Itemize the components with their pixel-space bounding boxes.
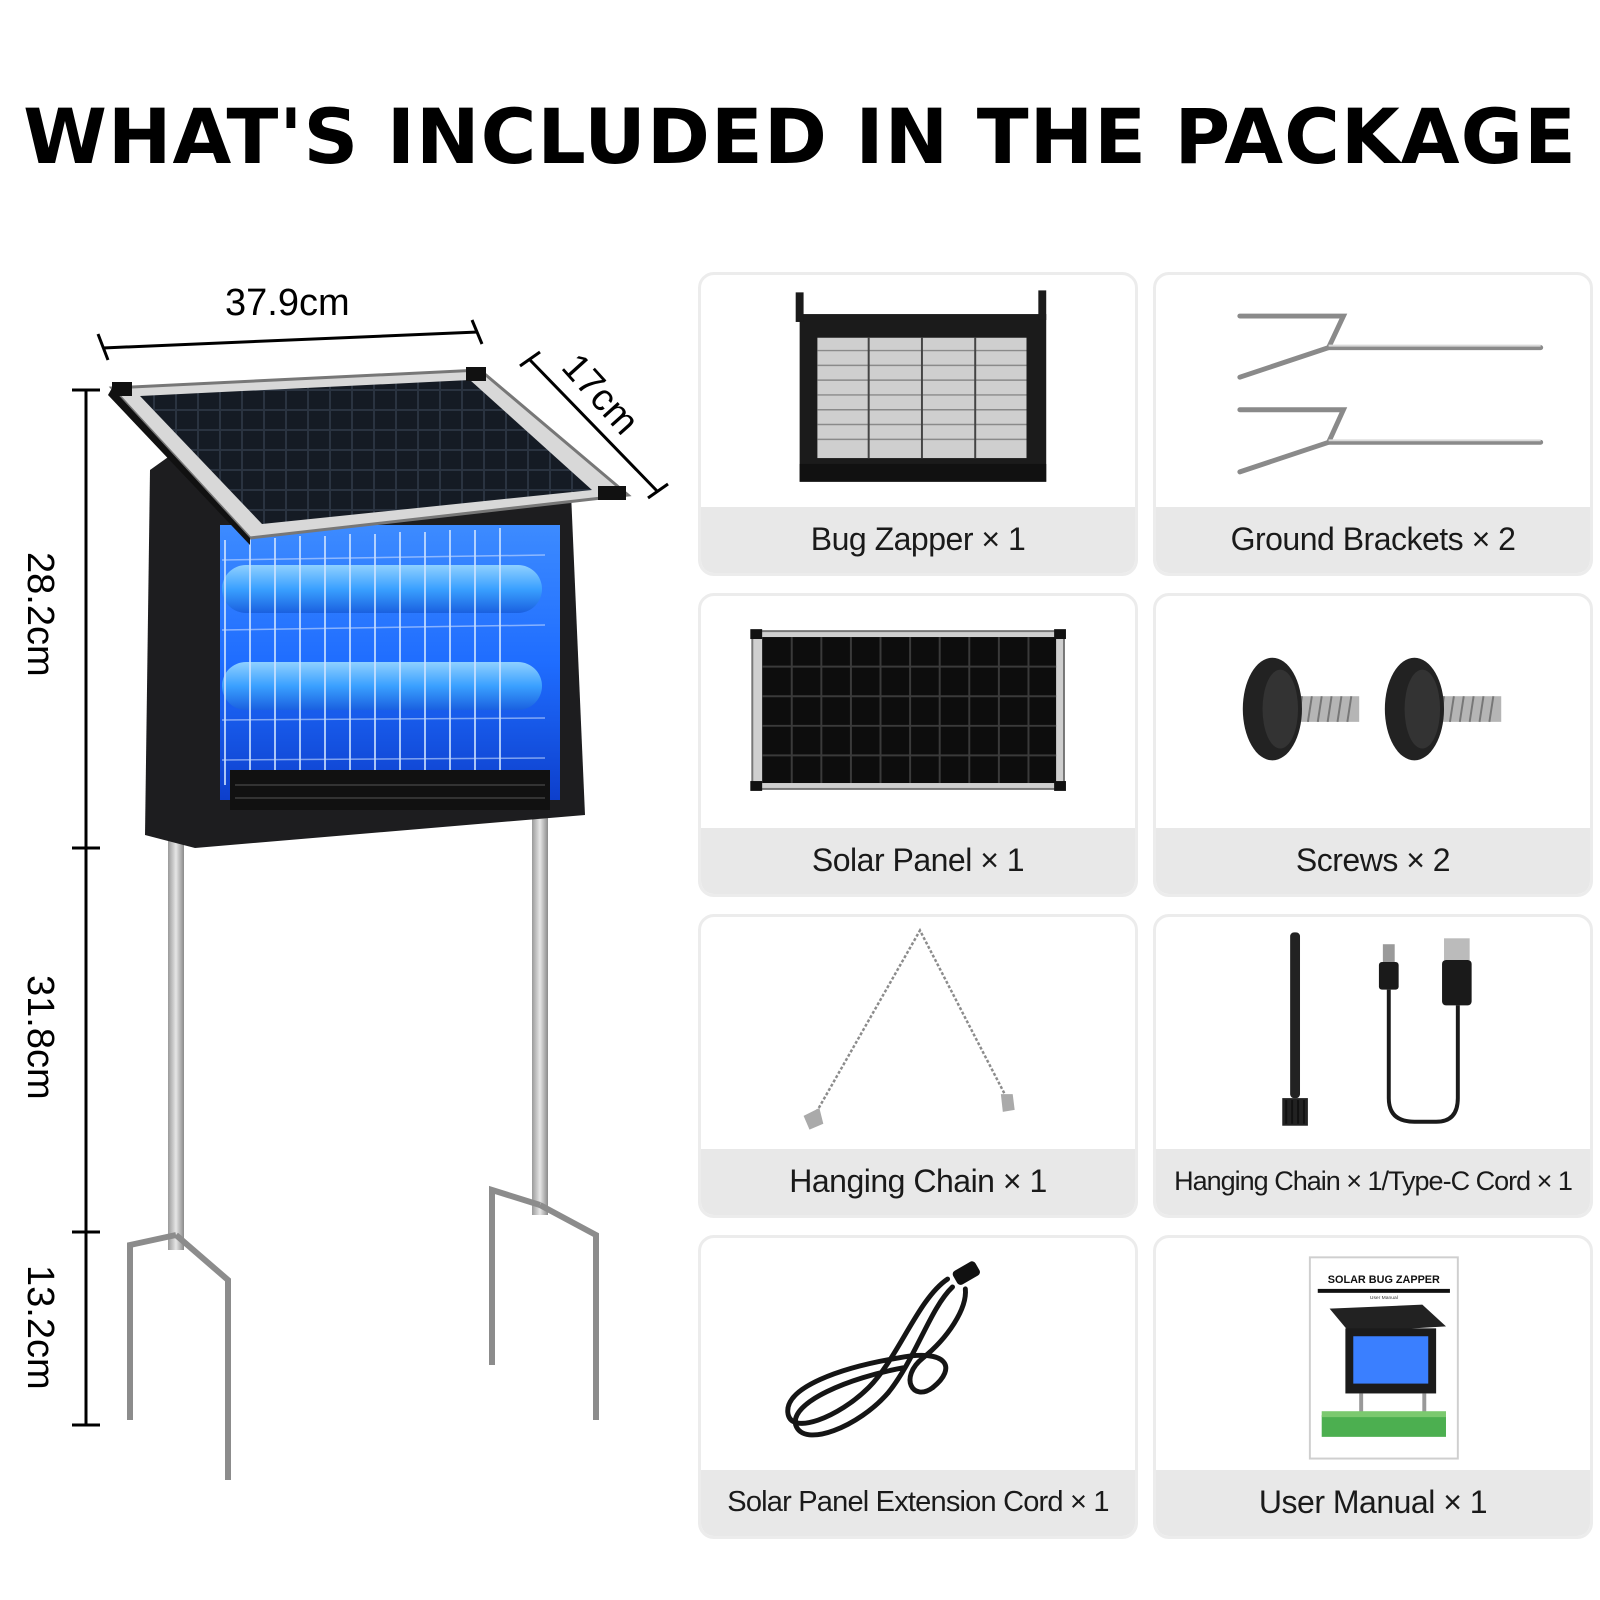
item-card-ground-brackets: Ground Brackets × 2 — [1153, 272, 1593, 576]
width-dimension: 37.9cm — [96, 282, 484, 361]
item-label: Hanging Chain × 1/Type-C Cord × 1 — [1156, 1149, 1590, 1215]
brush-cable-icon — [1156, 917, 1590, 1149]
manual-subtitle: User Manual — [1370, 1295, 1398, 1301]
ground-bracket-icon — [1156, 275, 1590, 507]
bug-zapper-icon — [701, 275, 1135, 507]
zapper-housing — [145, 450, 585, 848]
body-height-label: 28.2cm — [19, 552, 61, 677]
item-label: Solar Panel Extension Cord × 1 — [701, 1470, 1135, 1536]
page-title: WHAT'S INCLUDED IN THE PACKAGE — [23, 92, 1577, 181]
solar-panel-icon — [701, 596, 1135, 828]
depth-label: 17cm — [553, 346, 646, 443]
width-label: 37.9cm — [225, 282, 350, 324]
item-label: Ground Brackets × 2 — [1156, 507, 1590, 573]
item-label: Hanging Chain × 1 — [701, 1149, 1135, 1215]
package-items-grid: Bug Zapper × 1 Ground Brackets × 2 — [698, 272, 1593, 1540]
item-card-user-manual: SOLAR BUG ZAPPER User Manual User Manual… — [1153, 1235, 1593, 1539]
item-card-screws: Screws × 2 — [1153, 593, 1593, 897]
product-svg: 37.9cm 17cm 28.2cm 31.8cm 13.2cm — [19, 282, 669, 1480]
screw-icon — [1156, 596, 1590, 828]
manual-icon: SOLAR BUG ZAPPER User Manual — [1156, 1238, 1590, 1470]
spike-height-label: 13.2cm — [19, 1265, 61, 1390]
stake-height-label: 31.8cm — [19, 975, 61, 1100]
item-card-bug-zapper: Bug Zapper × 1 — [698, 272, 1138, 576]
extension-cord-icon — [701, 1238, 1135, 1470]
product-illustration: 37.9cm 17cm 28.2cm 31.8cm 13.2cm — [0, 270, 690, 1530]
item-card-solar-panel: Solar Panel × 1 — [698, 593, 1138, 897]
manual-title: SOLAR BUG ZAPPER — [1328, 1274, 1440, 1286]
item-card-brush-cable: Hanging Chain × 1/Type-C Cord × 1 — [1153, 914, 1593, 1218]
item-card-extension-cord: Solar Panel Extension Cord × 1 — [698, 1235, 1138, 1539]
item-card-hanging-chain: Hanging Chain × 1 — [698, 914, 1138, 1218]
solar-panel-top — [108, 367, 632, 545]
chain-icon — [701, 917, 1135, 1149]
item-label: User Manual × 1 — [1156, 1470, 1590, 1536]
item-label: Bug Zapper × 1 — [701, 507, 1135, 573]
item-label: Solar Panel × 1 — [701, 828, 1135, 894]
item-label: Screws × 2 — [1156, 828, 1590, 894]
height-dimensions: 28.2cm 31.8cm 13.2cm — [19, 388, 100, 1427]
ground-stakes — [127, 815, 599, 1480]
